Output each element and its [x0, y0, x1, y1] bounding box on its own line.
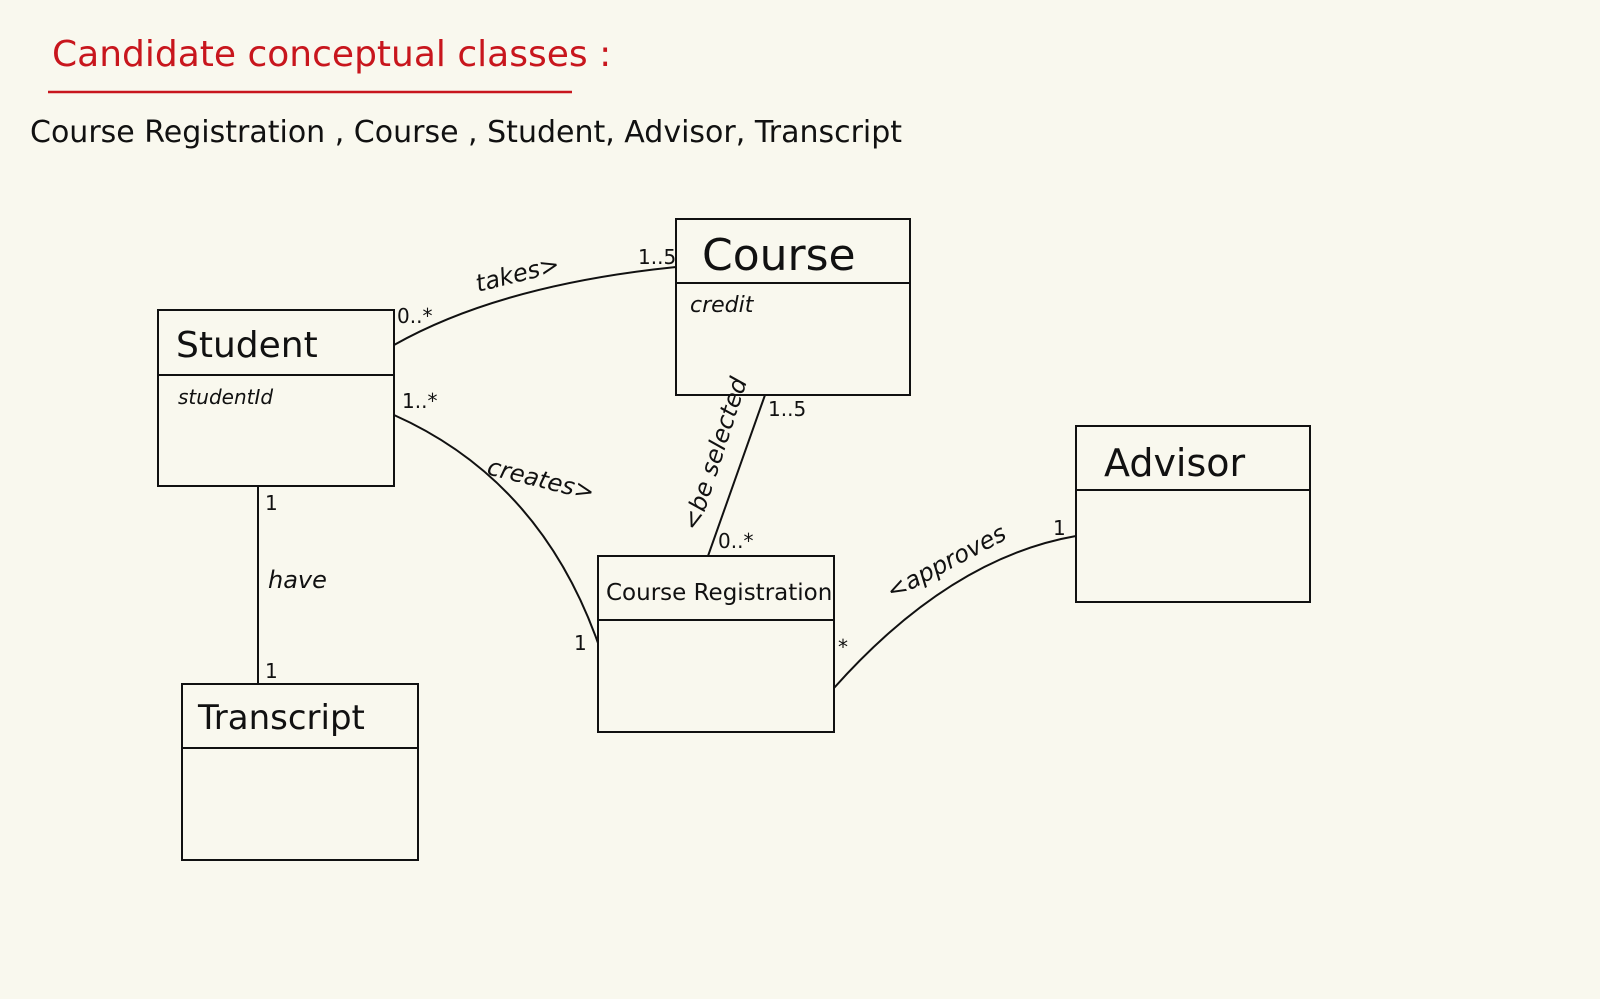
- class-advisor-name: Advisor: [1104, 441, 1246, 485]
- assoc-takes-student-mult: 0..*: [397, 304, 432, 328]
- class-course-registration-box: [597, 555, 835, 733]
- assoc-approves-advisor-mult: 1: [1053, 516, 1066, 540]
- class-course-registration: Course Registration: [597, 555, 835, 733]
- assoc-creates-registration-mult: 1: [574, 631, 587, 655]
- assoc-be-selected-course-mult: 1..5: [768, 397, 806, 421]
- assoc-takes-line: [393, 266, 677, 346]
- class-advisor: Advisor: [1075, 425, 1311, 603]
- class-student-attribute: studentId: [178, 385, 273, 409]
- assoc-have-student-mult: 1: [265, 491, 278, 515]
- class-transcript-name: Transcript: [197, 698, 365, 738]
- assoc-takes-label: takes>: [473, 250, 563, 298]
- assoc-approves-line: [833, 535, 1077, 689]
- class-course-name: Course: [702, 230, 856, 281]
- assoc-creates-label: creates>: [485, 453, 598, 507]
- assoc-approves-label: <approves: [882, 519, 1011, 605]
- assoc-be-selected-label: <be selected: [677, 373, 753, 534]
- class-advisor-box: [1075, 425, 1311, 603]
- class-course-registration-name: Course Registration: [606, 580, 832, 606]
- class-transcript-box: [181, 683, 419, 861]
- assoc-creates-student-mult: 1..*: [402, 389, 437, 413]
- assoc-be-selected-registration-mult: 0..*: [718, 529, 753, 553]
- page-title: Candidate conceptual classes :: [52, 34, 611, 75]
- assoc-approves-registration-mult: *: [838, 635, 848, 659]
- candidate-classes-list: Course Registration , Course , Student, …: [30, 115, 902, 150]
- class-course-box: [675, 218, 911, 396]
- class-student-name: Student: [176, 325, 318, 366]
- class-course: Course credit: [675, 218, 911, 396]
- assoc-creates-line: [393, 414, 599, 644]
- class-course-attribute: credit: [690, 293, 755, 318]
- assoc-have-transcript-mult: 1: [265, 659, 278, 683]
- class-student-box: [157, 309, 395, 487]
- assoc-be-selected-line: [707, 394, 766, 557]
- class-student: Student studentId: [157, 309, 395, 487]
- assoc-have-label: have: [268, 566, 327, 594]
- class-transcript: Transcript: [181, 683, 419, 861]
- assoc-takes-course-mult: 1..5: [638, 245, 676, 269]
